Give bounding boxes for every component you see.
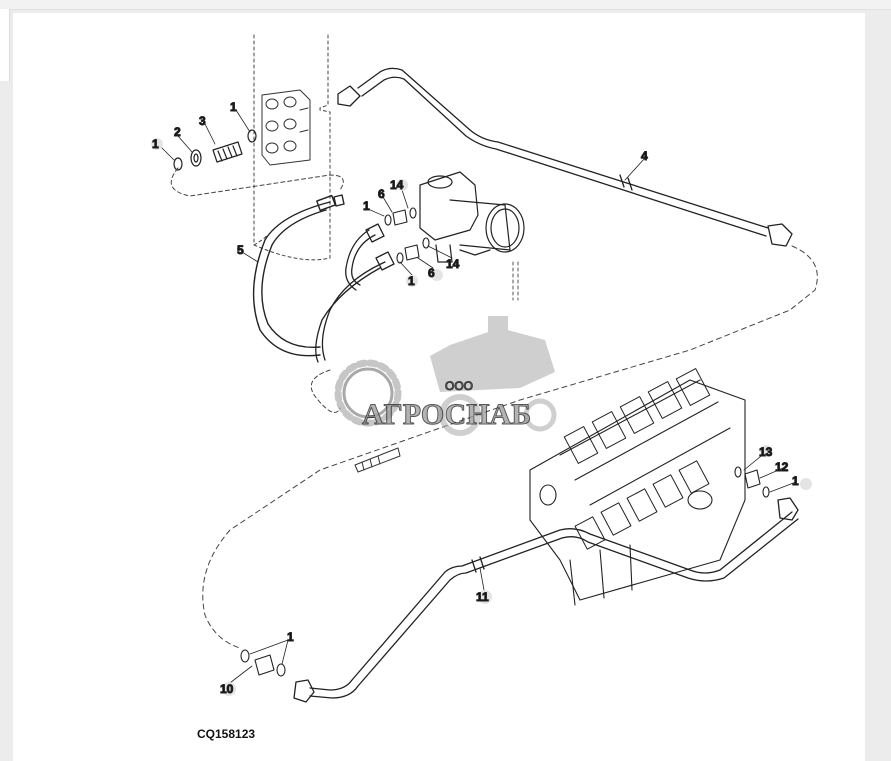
- callout-5: 5: [237, 243, 244, 257]
- valve-block-top: [261, 89, 311, 166]
- hose-5: [252, 194, 345, 357]
- callout-1: 1: [363, 199, 370, 213]
- hose-pair-motor: [315, 223, 395, 363]
- fitting-stack-top-left: [173, 129, 257, 171]
- hydraulic-line-diagram: ООО АГРОСНАБ: [151, 34, 818, 703]
- diagram-sheet: ООО АГРОСНАБ: [13, 13, 865, 761]
- callout-1: 1: [230, 100, 237, 114]
- callout-6: 6: [428, 266, 435, 280]
- routing-dashed-path: [202, 245, 818, 649]
- watermark-org-text: ООО: [445, 379, 473, 393]
- mounting-bracket: [253, 34, 331, 261]
- callout-1: 1: [408, 274, 415, 288]
- callout-1: 1: [287, 630, 294, 644]
- callout-4: 4: [641, 149, 648, 163]
- hydraulic-motor: [419, 171, 525, 263]
- fitting-stack-right: [734, 466, 770, 498]
- callout-2: 2: [174, 125, 181, 139]
- figure-code: CQ158123: [197, 727, 256, 741]
- callout-13: 13: [759, 445, 773, 459]
- callout-1: 1: [152, 137, 159, 151]
- small-fitting-center: [354, 447, 401, 473]
- agrosnab-watermark-logo: ООО АГРОСНАБ: [334, 316, 557, 436]
- fitting-stack-bottom-left: [240, 649, 286, 677]
- callouts: 1 2 3 1 4 5 1 6 14 1 6 14 13 12 1 11 1 1…: [151, 100, 812, 697]
- callout-1: 1: [792, 474, 799, 488]
- callout-6: 6: [378, 187, 385, 201]
- top-bar: [0, 0, 891, 10]
- control-valve-bank: [529, 368, 746, 606]
- tube-11: [293, 497, 799, 703]
- callout-12: 12: [775, 460, 789, 474]
- callout-11: 11: [476, 590, 489, 604]
- watermark-name-text: АГРОСНАБ: [362, 398, 531, 431]
- callout-3: 3: [199, 114, 206, 128]
- callout-10: 10: [220, 682, 234, 696]
- tube-4: [337, 67, 793, 247]
- callout-14: 14: [390, 178, 404, 192]
- fittings-motor: [384, 207, 430, 264]
- callout-14: 14: [446, 257, 460, 271]
- left-panel: [0, 9, 10, 81]
